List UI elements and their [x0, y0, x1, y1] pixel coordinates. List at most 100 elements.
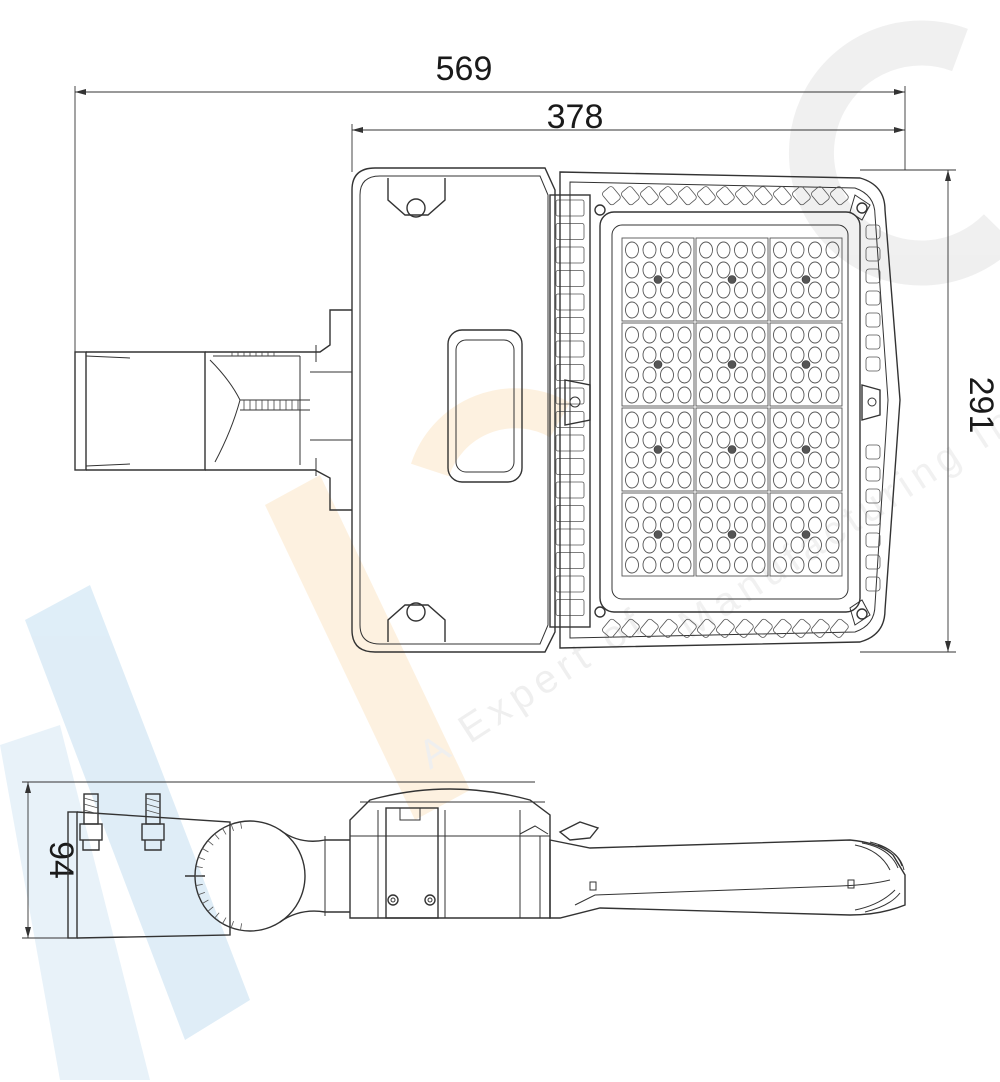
led-lens — [660, 281, 674, 299]
led-lens — [773, 496, 787, 514]
dimension-94: 94 — [22, 781, 535, 939]
led-lens — [825, 366, 840, 384]
led-lens — [660, 431, 674, 449]
led-lens — [773, 411, 787, 429]
led-lens — [790, 386, 805, 404]
heatsink-fin — [697, 618, 716, 638]
heatsink-fin — [773, 618, 792, 638]
led-lens — [677, 536, 692, 554]
led-lens — [642, 281, 657, 299]
protractor-tick — [195, 883, 203, 886]
led-lens — [751, 451, 766, 469]
led-lens — [751, 411, 766, 429]
led-lens — [825, 451, 840, 469]
led-block-screw — [727, 530, 737, 539]
led-lens — [716, 496, 731, 514]
led-lens — [808, 366, 822, 384]
led-lens — [642, 431, 657, 449]
led-lens — [625, 431, 639, 449]
led-lens — [642, 516, 657, 534]
led-lens — [790, 471, 805, 489]
protractor-tick — [198, 856, 206, 860]
led-lens — [751, 431, 766, 449]
protractor-tick — [230, 824, 234, 832]
heatsink-fin — [811, 618, 830, 638]
led-lens — [773, 301, 787, 319]
led-lens — [825, 471, 840, 489]
led-block-frame — [769, 237, 843, 322]
led-block-screw — [727, 445, 737, 454]
led-lens — [825, 386, 840, 404]
heatsink-fin — [865, 356, 881, 372]
led-lens — [751, 261, 766, 279]
led-lens — [734, 326, 748, 344]
led-lens — [734, 261, 748, 279]
led-block-screw — [801, 360, 811, 369]
led-lens — [751, 496, 766, 514]
heatsink-fin — [678, 186, 697, 206]
heatsink-fin — [865, 246, 881, 262]
led-lens — [716, 556, 731, 574]
led-lens — [625, 496, 639, 514]
led-lens — [677, 386, 692, 404]
led-lens — [677, 241, 692, 259]
heatsink-fin — [865, 334, 881, 350]
led-lens — [716, 411, 731, 429]
led-lens — [677, 326, 692, 344]
led-head-housing — [559, 171, 901, 649]
led-lens — [825, 261, 840, 279]
watermark-tagline-2: Manufacturing Industry — [671, 317, 1000, 647]
led-lens — [790, 411, 805, 429]
led-block-frame — [621, 407, 695, 492]
led-lens — [716, 451, 731, 469]
heatsink-fin — [621, 186, 640, 206]
led-lens — [825, 496, 840, 514]
led-lens — [642, 411, 657, 429]
led-lens — [808, 496, 822, 514]
side-led-head — [549, 839, 906, 919]
led-block — [621, 492, 695, 577]
led-lens — [825, 411, 840, 429]
protractor-tick — [222, 828, 227, 835]
dim-label-569: 569 — [436, 50, 493, 88]
protractor-tick — [240, 923, 243, 931]
led-lens — [808, 411, 822, 429]
heatsink-fin — [865, 268, 881, 284]
led-block-frame — [769, 407, 843, 492]
led-lens — [625, 281, 639, 299]
led-lens — [642, 346, 657, 364]
led-lens — [642, 366, 657, 384]
led-lens — [642, 301, 657, 319]
led-lens — [734, 471, 748, 489]
led-lens — [677, 516, 692, 534]
led-lens — [660, 301, 674, 319]
led-lens — [790, 326, 805, 344]
led-lens — [677, 556, 692, 574]
led-block-frame — [695, 237, 769, 322]
led-lens — [734, 386, 748, 404]
watermark-logo: A Expert of Manufacturing Industry — [0, 20, 1000, 1080]
led-lens — [625, 241, 639, 259]
led-lens — [734, 516, 748, 534]
led-block-frame — [769, 322, 843, 407]
led-lens — [773, 556, 787, 574]
protractor-tick — [202, 848, 209, 853]
protractor-tick — [222, 917, 227, 924]
protractor-tick — [207, 906, 214, 912]
led-block — [695, 237, 769, 322]
heatsink-fin — [621, 618, 640, 638]
heatsink-fin — [754, 186, 773, 206]
led-lens — [660, 496, 674, 514]
heatsink-fin — [602, 186, 621, 206]
led-lens — [790, 281, 805, 299]
led-block-screw — [801, 530, 811, 539]
led-lens — [773, 346, 787, 364]
led-lens — [734, 451, 748, 469]
protractor-tick — [214, 912, 220, 919]
led-lens — [699, 451, 713, 469]
led-lens — [734, 536, 748, 554]
dim-label-378: 378 — [547, 98, 604, 136]
led-lens — [825, 536, 840, 554]
led-lens — [808, 516, 822, 534]
led-block-screw — [801, 445, 811, 454]
